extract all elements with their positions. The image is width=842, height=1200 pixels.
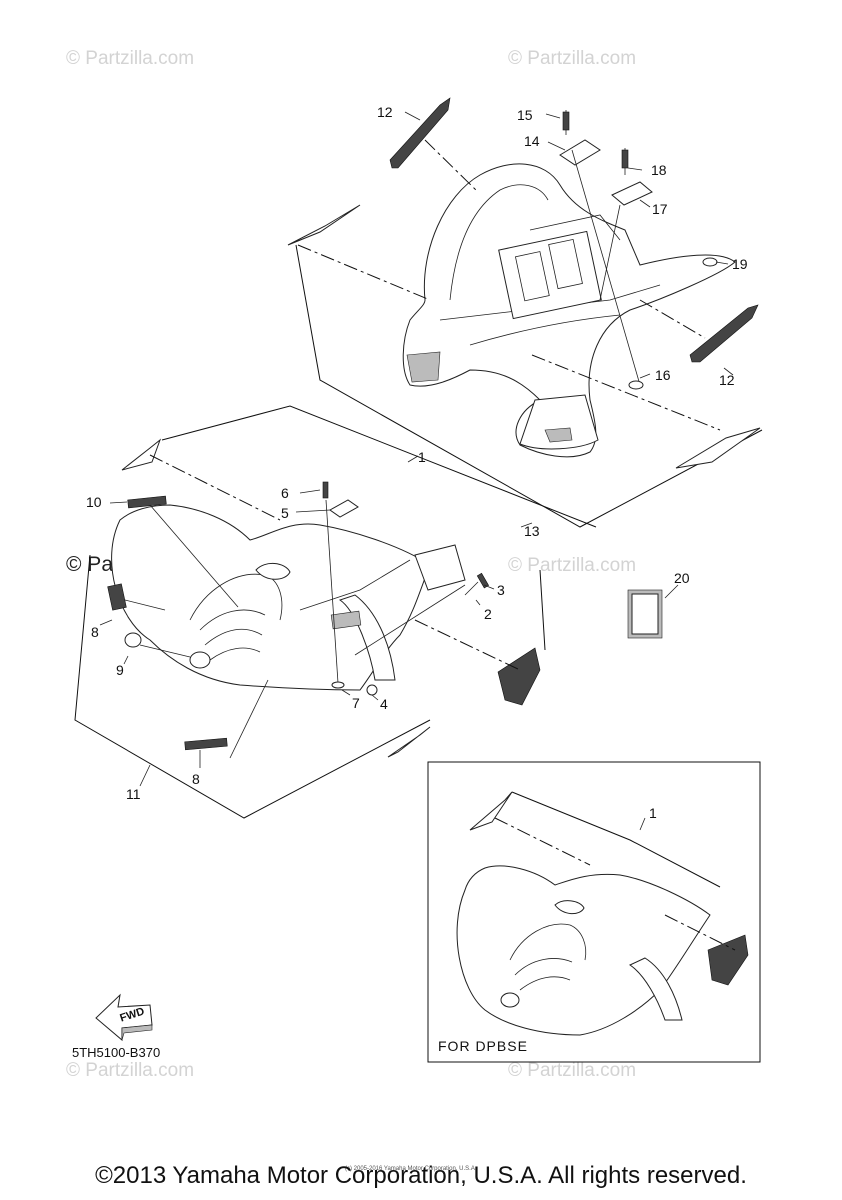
inset-dpbse xyxy=(427,761,761,1063)
callout-6: 6 xyxy=(281,485,289,501)
plate-14 xyxy=(559,139,601,166)
plate-5 xyxy=(329,499,359,518)
callout-20: 20 xyxy=(674,570,690,586)
inset-front-fender xyxy=(456,865,711,1036)
small-print: (c) 2005-2016 Yamaha Motor Corporation, … xyxy=(345,1166,477,1172)
watermark-mid-right: © Partzilla.com xyxy=(508,555,636,576)
decal-8-left xyxy=(107,583,127,611)
callout-2: 2 xyxy=(484,606,492,622)
plate-2 xyxy=(414,544,466,591)
copyright-notice: ©2013 Yamaha Motor Corporation, U.S.A. A… xyxy=(95,1162,747,1189)
callout-12-right: 12 xyxy=(719,372,735,388)
watermark-bottom-right: © Partzilla.com xyxy=(508,1060,636,1081)
rear-fender xyxy=(402,163,736,458)
callout-14: 14 xyxy=(524,133,540,149)
part-9 xyxy=(124,632,142,648)
callout-8-bottom: 8 xyxy=(192,771,200,787)
callout-7: 7 xyxy=(352,695,360,711)
watermark-top-right: © Partzilla.com xyxy=(508,48,636,69)
callout-13: 13 xyxy=(524,523,540,539)
callout-leaders xyxy=(99,111,734,831)
plate-17 xyxy=(611,181,653,206)
diagram-code: 5TH5100-B370 xyxy=(72,1045,160,1060)
fwd-arrow-icon: FWD xyxy=(95,993,153,1042)
callout-5: 5 xyxy=(281,505,289,521)
decal-8-bottom xyxy=(184,737,228,751)
callout-15: 15 xyxy=(517,107,533,123)
front-fender xyxy=(111,504,431,691)
decal-10 xyxy=(127,495,167,509)
callout-10: 10 xyxy=(86,494,102,510)
rear-fender-assembly xyxy=(287,97,763,528)
front-fender-assembly xyxy=(74,405,663,819)
callout-4: 4 xyxy=(380,696,388,712)
callout-1: 1 xyxy=(418,449,426,465)
inset-label: FOR DPBSE xyxy=(438,1038,528,1054)
decal-12-left xyxy=(389,97,451,169)
callout-12-top: 12 xyxy=(377,104,393,120)
watermark-top-left: © Partzilla.com xyxy=(66,48,194,69)
callout-17: 17 xyxy=(652,201,668,217)
inset-callout-1: 1 xyxy=(649,805,657,821)
callout-numbers: 12 15 14 18 17 19 16 12 1 13 6 5 10 3 2 … xyxy=(86,104,748,821)
callout-9: 9 xyxy=(116,662,124,678)
watermark-bottom-left: © Partzilla.com xyxy=(66,1060,194,1081)
callout-3: 3 xyxy=(497,582,505,598)
callout-11: 11 xyxy=(126,786,141,802)
callout-18: 18 xyxy=(651,162,667,178)
callout-19: 19 xyxy=(732,256,748,272)
decal-12-right xyxy=(689,304,759,363)
callout-8-left: 8 xyxy=(91,624,99,640)
callout-16: 16 xyxy=(655,367,671,383)
